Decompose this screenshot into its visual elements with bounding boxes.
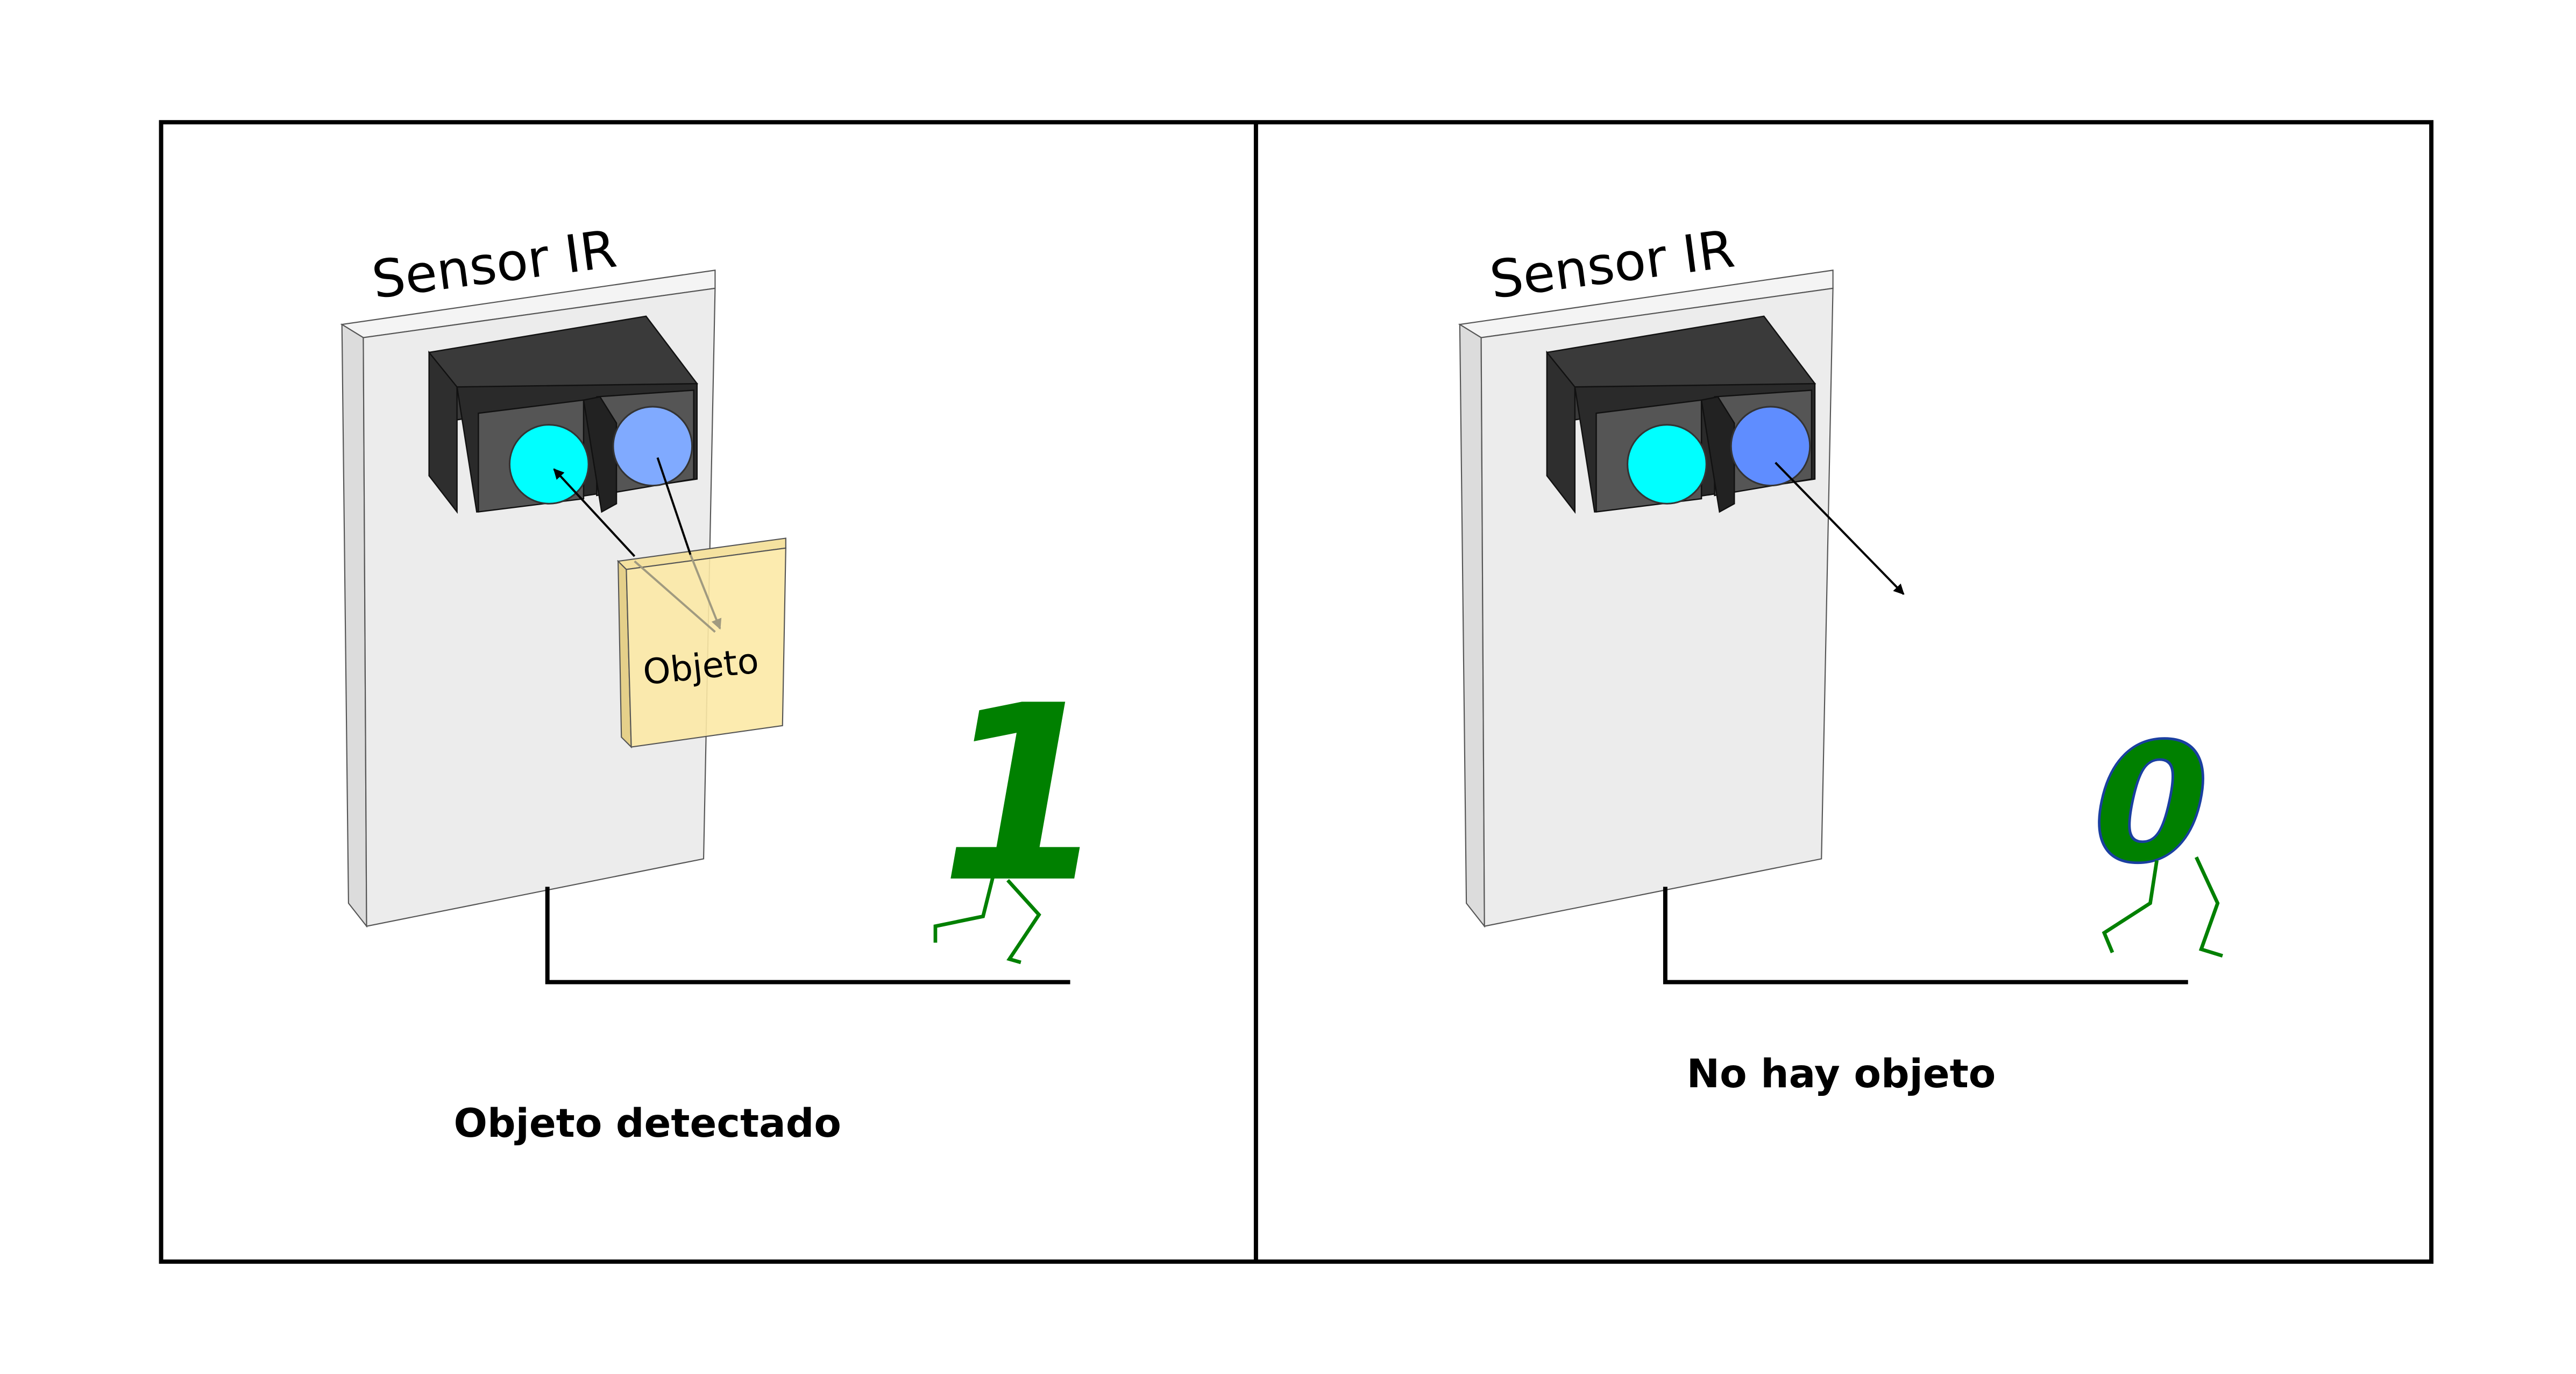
caption-no-object: No hay objeto <box>1687 1051 1996 1097</box>
reflected-beam-behind-object <box>634 560 716 633</box>
emitted-beam-behind-object <box>689 554 722 630</box>
left-leg-right <box>2102 860 2159 953</box>
panel-frame <box>159 120 2434 1264</box>
panel-no-object: Sensor IR 0 No hay objeto <box>1458 218 2229 1097</box>
ir-receiver-led-right <box>1627 424 1707 505</box>
digit-zero-character: 0 <box>2071 706 2229 958</box>
object-block <box>616 537 786 749</box>
digit-one-character: 1 <box>912 654 1131 965</box>
output-wire-right <box>1663 887 2188 985</box>
caption-detected: Objeto detectado <box>453 1101 841 1146</box>
right-leg <box>1006 879 1041 965</box>
output-wire <box>545 887 1070 985</box>
emitted-beam <box>656 457 692 555</box>
ir-emitter-led-right <box>1730 406 1811 487</box>
ir-emitter-led <box>612 406 693 487</box>
panel-detected: Sensor IR Objeto 1 <box>340 218 1131 1146</box>
ir-receiver-led <box>508 424 590 505</box>
right-leg-right <box>2194 856 2223 958</box>
output-digit-zero: 0 <box>2073 708 2228 900</box>
reflected-beam <box>553 468 636 557</box>
left-leg <box>933 876 995 943</box>
emitted-beam-right <box>1775 462 1905 595</box>
